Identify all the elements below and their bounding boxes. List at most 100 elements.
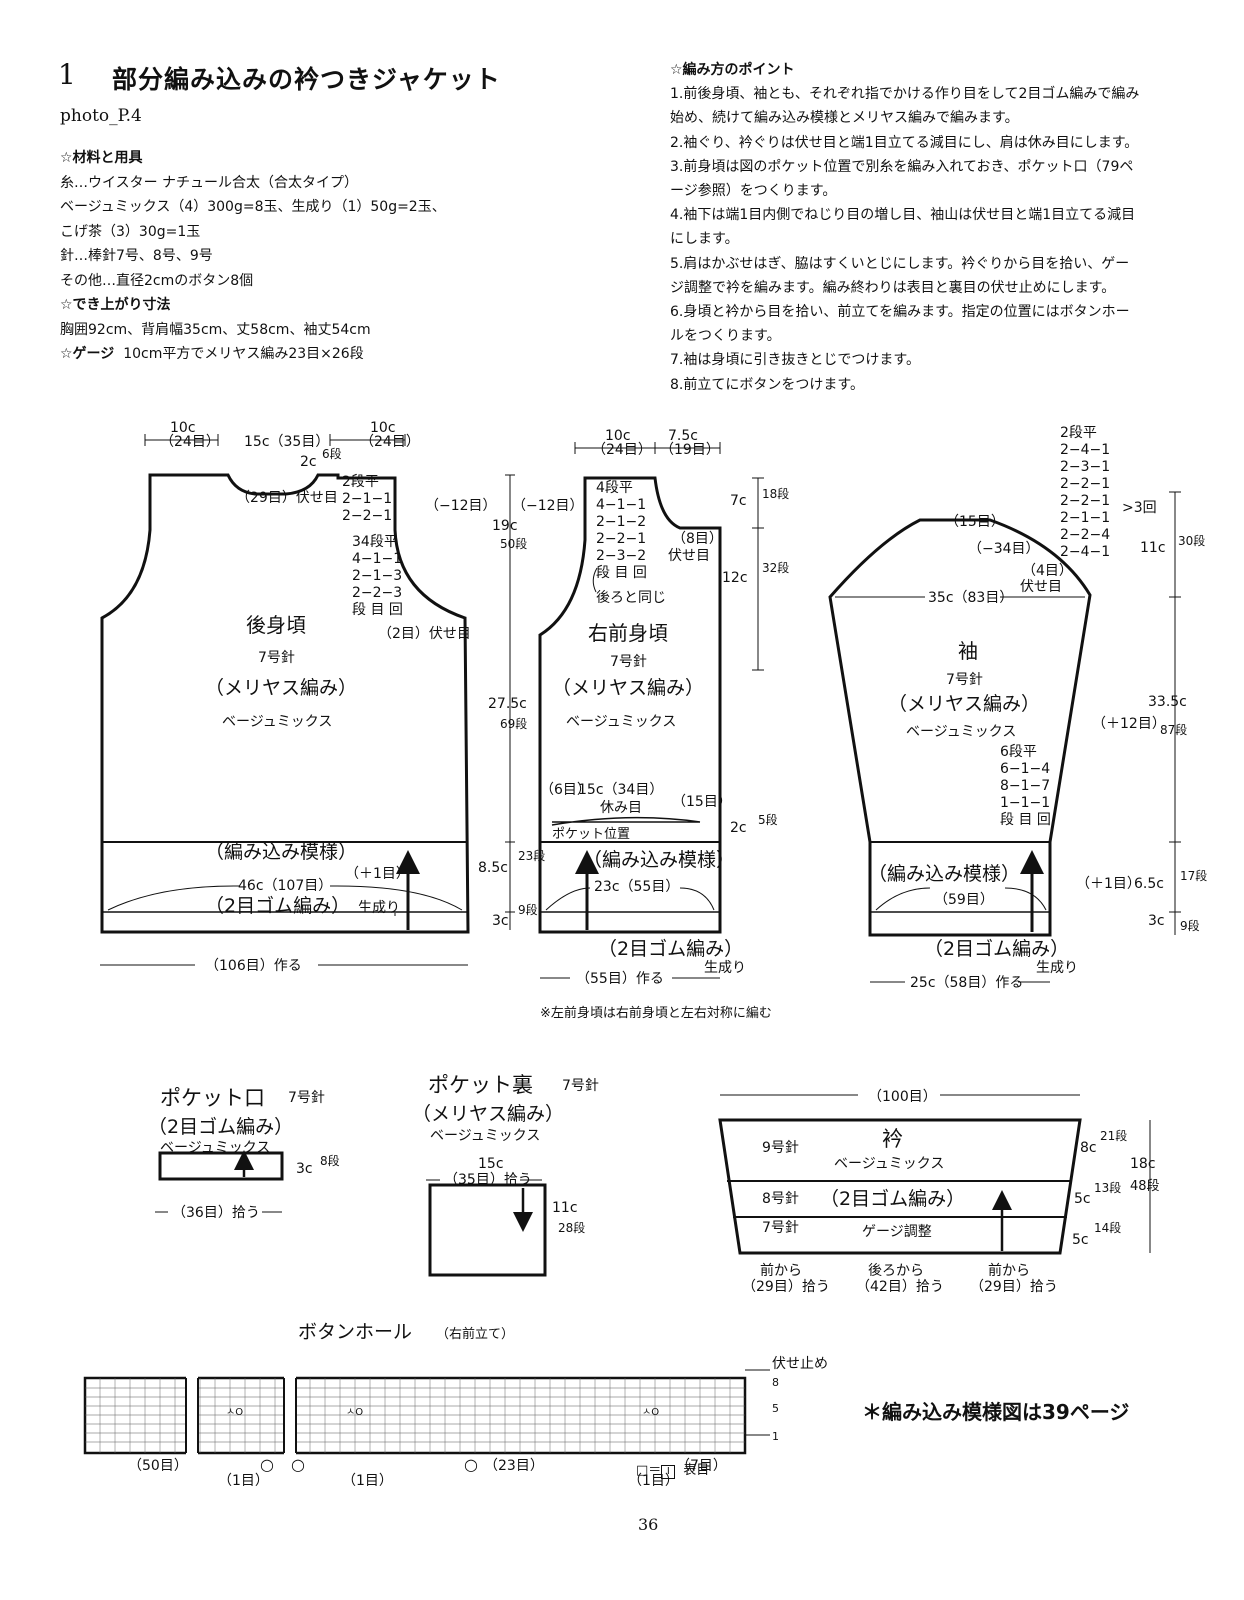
back-inc: （＋1目） (345, 866, 410, 882)
front-cast-on: （55目）作る (576, 971, 664, 987)
materials-line: 糸…ウイスター ナチュール合太（合太タイプ） (60, 174, 359, 191)
back-armhole-bind: （2目）伏せ目 (378, 626, 471, 642)
sleeve-d-30: 30段 (1178, 533, 1205, 548)
front-rib: （2目ゴム編み） (598, 938, 743, 960)
back-armhole-2: 2−1−3 (352, 568, 402, 584)
sleeve-width: 35c（83目） (928, 590, 1013, 606)
sleeve-inc-1: 6−1−4 (1000, 761, 1050, 777)
front-neck-1: 4−1−1 (596, 497, 646, 513)
buttonhole-sub: （右前立て） (436, 1326, 514, 1342)
front-pocket-rest: 休み目 (600, 800, 642, 816)
materials-heading: ☆材料と用具 (60, 150, 143, 166)
buttonhole-s1: （1目） (342, 1473, 393, 1489)
sleeve-needle: 7号針 (946, 672, 983, 688)
buttonhole-row-1: 1 (772, 1430, 779, 1443)
buttonhole-row-5: 5 (772, 1402, 779, 1415)
sleeve-inc-2: 8−1−7 (1000, 778, 1050, 794)
front-d-7: 7c (730, 493, 747, 509)
collar-row-r: 21段 (1100, 1128, 1127, 1143)
legend-text: 表目 (683, 1463, 710, 1478)
sleeve-rib-color: 生成り (1036, 960, 1078, 976)
points-line: 始め、続けて編み込み模様とメリヤス編みで編みます。 (670, 110, 1019, 127)
collar-row-h: 5c (1074, 1191, 1091, 1207)
collar-row-needle: 9号針 (762, 1140, 799, 1156)
gauge-text: 10cm平方でメリヤス編み23目×26段 (123, 346, 364, 362)
pocket-back-diagram (426, 1179, 547, 1277)
front-d-5: 5段 (758, 812, 778, 827)
page-number: 36 (638, 1515, 659, 1534)
legend-box: I (661, 1465, 676, 1479)
back-top-right-sts: （24目） (360, 434, 420, 450)
pocket-edge-title: ポケット口 (160, 1086, 265, 1110)
front-note: ※左前身頃は右前身頃と左右対称に編む (540, 1005, 772, 1021)
sleeve-stitch: （メリヤス編み） (888, 693, 1040, 715)
sleeve-top-sts: （15目） (945, 514, 1005, 530)
sleeve-cap-1: 2−4−1 (1060, 442, 1110, 458)
points-line: にします。 (670, 231, 739, 248)
materials-line: その他…直径2cmのボタン8個 (60, 272, 254, 289)
sleeve-cap-7: 2−4−1 (1060, 544, 1110, 560)
front-top-right: 7.5c (668, 428, 698, 444)
sleeve-d-65: 6.5c (1134, 876, 1164, 892)
materials-block: ☆材料と用具 糸…ウイスター ナチュール合太（合太タイプ） ベージュミックス（4… (60, 146, 446, 367)
pocket-back-color: ベージュミックス (430, 1128, 540, 1144)
pocket-back-h: 11c (552, 1200, 578, 1216)
back-stitch: （メリヤス編み） (205, 677, 357, 699)
buttonhole-circle: ○ (291, 1455, 305, 1474)
front-neck-5: 段 目 回 (596, 565, 647, 581)
front-width: 23c（55目） (594, 879, 679, 895)
gauge-heading: ☆ゲージ (60, 346, 115, 362)
pocket-back-pick: （35目）拾う (444, 1172, 532, 1188)
points-line: ジ調整で衿を編みます。編み終わりは表目と裏目の伏せ止めにします。 (670, 279, 1116, 296)
back-armhole-3: 2−2−3 (352, 585, 402, 601)
sleeve-cast-on: 25c（58目）作る (910, 975, 1023, 991)
size-text: 胸囲92cm、背肩幅35cm、丈58cm、袖丈54cm (60, 321, 371, 338)
knitting-points: ☆編み方のポイント 1.前後身頃、袖とも、それぞれ指でかける作り目をして2目ゴム… (670, 58, 1244, 397)
pocket-edge-diagram (155, 1150, 284, 1213)
sleeve-cap-0: 2段平 (1060, 425, 1097, 441)
collar-pick-from: 前から (760, 1262, 802, 1279)
back-neck-bind: （29目）伏せ目 (236, 490, 338, 506)
sleeve-d-3: 3c (1148, 913, 1165, 929)
back-neck-depth: 2c (300, 454, 317, 470)
collar-pick-from: 後ろから (868, 1263, 924, 1279)
collar-pick-sts: （29目）拾う (970, 1279, 1058, 1295)
materials-line: こげ茶（3）30g=1玉 (60, 223, 201, 240)
back-name: 後身頃 (246, 613, 306, 637)
front-same-as-back: 後ろと同じ (596, 590, 666, 606)
front-d-32: 32段 (762, 560, 789, 575)
front-pattern: （編み込み模様） (583, 849, 735, 871)
photo-reference: photo_P.4 (60, 106, 142, 126)
front-pocket-right: （15目） (672, 794, 732, 810)
front-d-9: 9段 (518, 902, 538, 917)
points-line: 3.前身頃は図のポケット位置で別糸を編み入れておき、ポケット口（79ペ (670, 158, 1134, 175)
sleeve-rib-sts: （59目） (934, 892, 994, 908)
footnote: ＊編み込み模様図は39ページ (862, 1400, 1130, 1424)
back-armhole-1: 4−1−1 (352, 551, 402, 567)
pocket-back-rows: 28段 (558, 1220, 585, 1235)
buttonhole-s7: （7目） (676, 1458, 727, 1474)
back-top-mid: 15c（35目） (244, 434, 329, 450)
front-neck-3: 2−2−1 (596, 531, 646, 547)
back-color: ベージュミックス (222, 714, 332, 730)
sleeve-rib: （2目ゴム編み） (924, 938, 1069, 960)
gauge-line: ☆ゲージ 10cm平方でメリヤス編み23目×26段 (60, 342, 446, 367)
front-d-19: 19c (492, 518, 518, 534)
sleeve-cap-2: 2−3−1 (1060, 459, 1110, 475)
sleeve-name: 袖 (958, 639, 978, 663)
front-rib-color: 生成り (704, 960, 746, 976)
back-top-right: 10c (370, 420, 396, 436)
pocket-edge-rows: 8段 (320, 1153, 340, 1168)
page-title: 部分編み込みの衿つきジャケット (112, 65, 501, 94)
front-d-50: 50段 (500, 536, 527, 551)
buttonhole-chart (83, 1369, 770, 1455)
buttonhole-bind-off: 伏せ止め (772, 1356, 828, 1372)
front-top-left-sts: （24目） (592, 442, 652, 458)
pocket-edge-h: 3c (296, 1161, 313, 1177)
points-line: 1.前後身頃、袖とも、それぞれ指でかける作り目をして2目ゴム編みで編み (670, 86, 1140, 103)
section-number: 1 (58, 58, 76, 91)
buttonhole-mark: ㅅO (346, 1407, 363, 1418)
front-d-12: 12c (722, 570, 748, 586)
collar-row-needle: 7号針 (762, 1220, 799, 1236)
